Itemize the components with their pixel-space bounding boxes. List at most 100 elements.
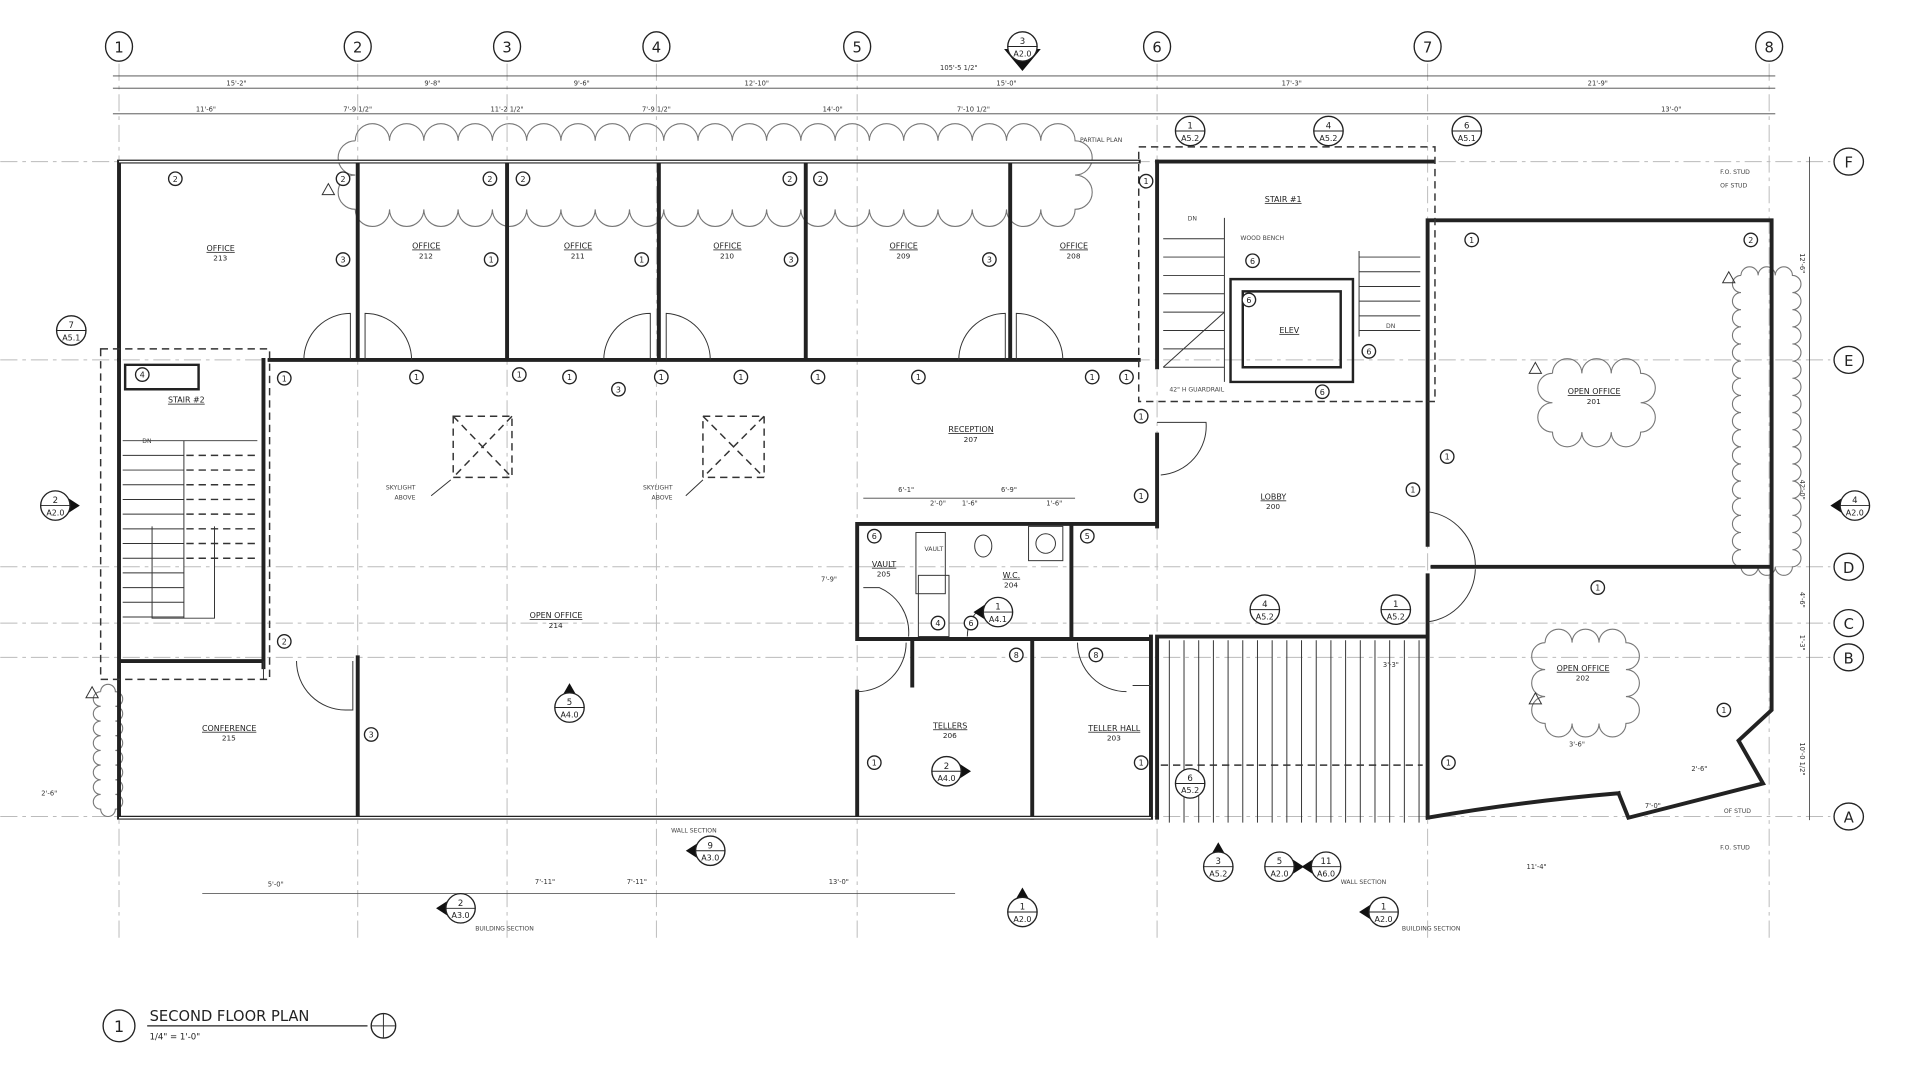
drawing-title-text: SECOND FLOOR PLAN [150,1008,310,1025]
room-name: VAULT [872,560,896,569]
grid-bubble-column [642,31,671,62]
wall-type-tag [276,370,292,386]
wall-type-tag [335,171,351,187]
room-name: TELLER HALL [1087,724,1141,733]
title-number: 1 [114,1017,124,1036]
detail-dimension: 11'-4" [1526,863,1546,871]
callout-number: 2 [944,762,949,772]
wall-type-tag [1119,369,1134,385]
wall-type-tag [963,615,979,631]
wall-section-note: WALL SECTION [671,827,717,834]
exterior-ramp-hatch [1160,640,1423,823]
stair-down-note: DN [142,438,151,445]
wall-type-tag [611,381,626,397]
wall-type-tag-label: 1 [1446,759,1451,768]
room-name: OPEN OFFICE [1568,387,1621,396]
room-number: 215 [222,734,236,743]
room-name: W.C. [1003,571,1021,580]
sub-dimension: 11'-6" [196,105,216,113]
fo-stud-note: F.O. STUD [1720,845,1750,852]
detail-dimension: 7'-9" [821,575,837,583]
annotations: SKYLIGHT ABOVE SKYLIGHT ABOVE PARTIAL PL… [142,137,1751,932]
wall-type-tag-label: 1 [1090,373,1095,382]
room-number: 203 [1107,734,1121,743]
grid-label: 8 [1764,40,1773,57]
wall-type-tag [782,171,798,187]
wall-type-tag-label: 1 [1139,412,1144,421]
revision-clouds [85,123,1802,817]
wall-type-tag-label: 6 [872,532,877,541]
room-name: STAIR #1 [1265,195,1302,204]
wall-type-tag [1314,384,1330,400]
room-name: RECEPTION [948,425,993,434]
wall-type-tag-label: 1 [567,373,572,382]
wall-type-tag [910,369,926,385]
grid-bubble-column [1413,31,1442,62]
wall-type-tag [1084,369,1100,385]
grid-label: 7 [1423,40,1432,57]
wall-type-tag [409,369,424,385]
callout-number: 9 [708,841,713,851]
callout-sheet: A5.1 [1458,134,1476,143]
detail-dimension: 6'-1" [898,486,914,494]
room-number: 201 [1587,397,1601,406]
callout-number: 6 [1187,774,1192,784]
grid-label: C [1844,616,1854,633]
revision-delta-icon [85,685,100,699]
wall-type-tag-label: 8 [1014,651,1019,660]
wall-type-tag-label: 1 [1139,492,1144,501]
callout-number: 1 [1381,903,1386,913]
detail-dimension: 7'-11" [535,878,555,886]
grid-label: 6 [1152,40,1161,57]
grid-bubble-row [1833,345,1865,375]
grid-bubble-column [1142,31,1172,62]
callout-sheet: A2.0 [1846,508,1864,517]
callout-sheet: A2.0 [1375,915,1393,924]
skylight-above [430,415,765,497]
grid-bubble-row [1833,552,1865,581]
wall-type-tag-label: 4 [935,619,940,628]
wall-type-tag [483,252,499,267]
room-name: LOBBY [1261,492,1287,501]
dimension-strings: 105'-5 1/2"15'-2"9'-8"9'-6"12'-10"15'-0"… [41,64,1810,895]
grid-bubble-column [104,31,134,62]
room-number: 213 [213,254,227,263]
callout-number: 1 [1187,122,1192,132]
section-callouts: 3A2.02A2.04A2.01A2.02A3.01A2.09A3.05A4.0… [39,31,1871,928]
vertical-dimension: 1'-3" [1798,635,1806,651]
wall-type-tag [1743,232,1759,248]
grid-label: 1 [114,40,123,57]
callout-sheet: A5.2 [1319,134,1337,143]
room-number: 214 [549,621,563,630]
wall-section-note: WALL SECTION [1341,879,1387,886]
doors [262,312,1476,711]
callout-number: 2 [53,496,58,506]
wall-type-tag-label: 1 [414,373,419,382]
grid-bubble-row [1833,608,1865,638]
room-name: OPEN OFFICE [530,611,583,620]
callout-number: 1 [1393,600,1398,610]
bay-dimension: 12'-10" [745,80,769,88]
guardrail-note: 42" H GUARDRAIL [1169,387,1224,394]
room-name: OPEN OFFICE [1557,664,1610,673]
callout-sheet: A4.0 [938,774,956,783]
wall-type-tag [1439,449,1455,465]
skylight-note: SKYLIGHT [386,485,416,492]
wall-type-tag [1079,528,1095,544]
skylight-note-above: ABOVE [394,494,415,501]
callout-sheet: A2.0 [1013,915,1031,924]
stair-2-treads [99,348,271,681]
wall-type-tag [653,369,669,385]
sub-dimension: 14'-0" [823,105,843,113]
vertical-dimension: 4'-6" [1798,592,1806,608]
sub-dimension: 7'-10 1/2" [957,105,990,113]
callout-sheet: A3.0 [452,911,470,920]
callout-number: 7 [69,321,74,331]
wall-type-tag [783,252,799,267]
callout-sheet: A3.0 [701,854,719,863]
wall-type-tag-label: 6 [968,619,973,628]
grid-bubble-column [492,31,522,62]
north-arrow-icon [371,1013,396,1039]
callout-number: 5 [567,698,572,708]
